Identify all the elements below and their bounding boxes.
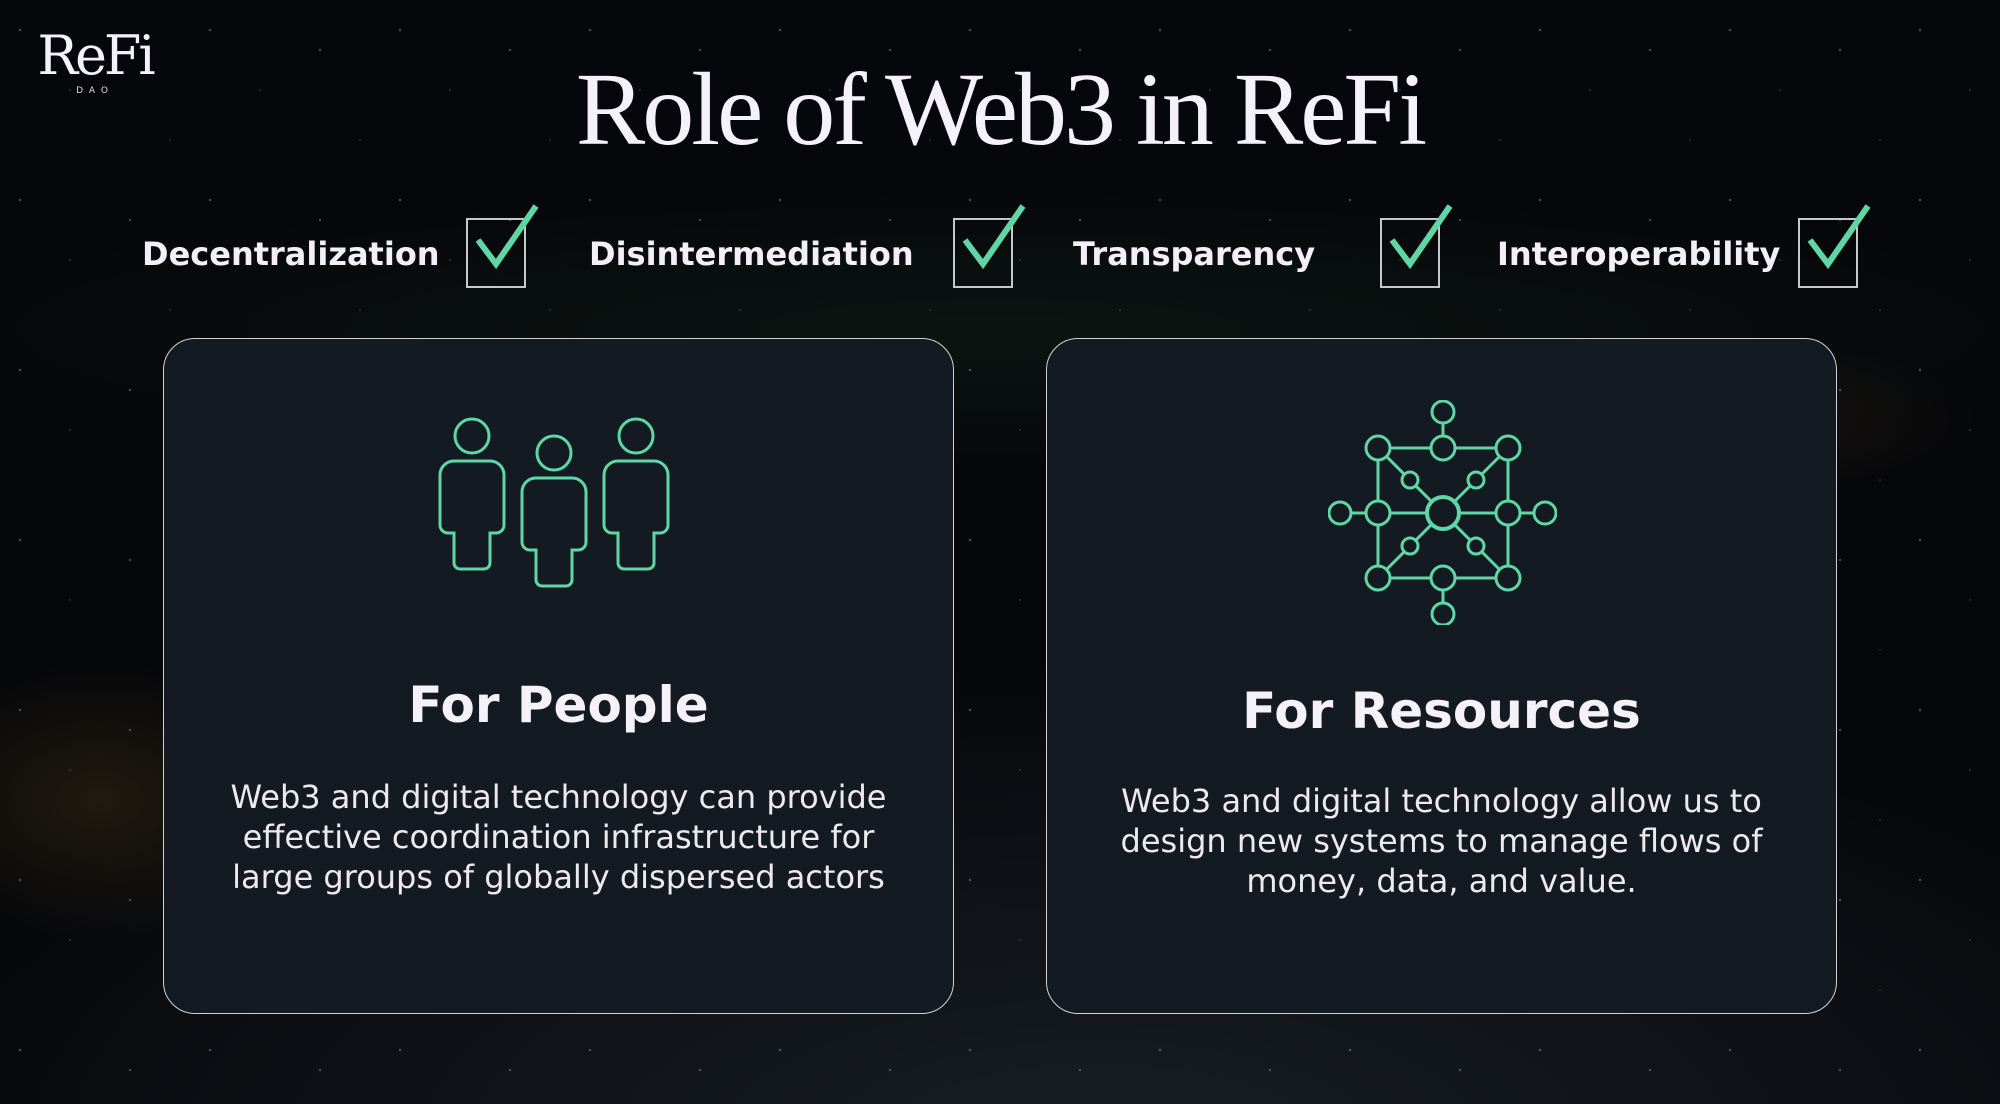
- feature-label-decentralization: Decentralization: [142, 235, 440, 273]
- card-body: Web3 and digital technology can provide …: [230, 778, 887, 896]
- checkmark-icon: [962, 204, 1026, 270]
- card-title: For Resources: [1242, 682, 1641, 740]
- checkmark-icon: [1389, 204, 1453, 270]
- card-for-people: For People Web3 and digital technology c…: [163, 338, 954, 1014]
- checkbox-disintermediation: [953, 204, 1026, 288]
- checkbox-decentralization: [466, 204, 539, 288]
- checkmark-icon: [475, 204, 539, 270]
- feature-label-transparency: Transparency: [1073, 235, 1316, 273]
- page-title: Role of Web3 in ReFi: [575, 52, 1427, 167]
- card-body: Web3 and digital technology allow us to …: [1120, 782, 1763, 900]
- card-title: For People: [408, 676, 709, 734]
- logo-text: ReFi: [37, 24, 155, 87]
- checkbox-interoperability: [1798, 204, 1871, 288]
- refi-dao-logo: ReFi DAO: [36, 24, 155, 97]
- network-icon: [1328, 400, 1557, 625]
- card-for-resources: For Resources Web3 and digital technolog…: [1046, 338, 1837, 1014]
- feature-label-disintermediation: Disintermediation: [589, 235, 914, 273]
- feature-label-interoperability: Interoperability: [1497, 235, 1781, 273]
- people-icon: [438, 417, 670, 588]
- logo-subtext: DAO: [76, 86, 114, 96]
- checkmark-icon: [1807, 204, 1871, 270]
- checkbox-transparency: [1380, 204, 1453, 288]
